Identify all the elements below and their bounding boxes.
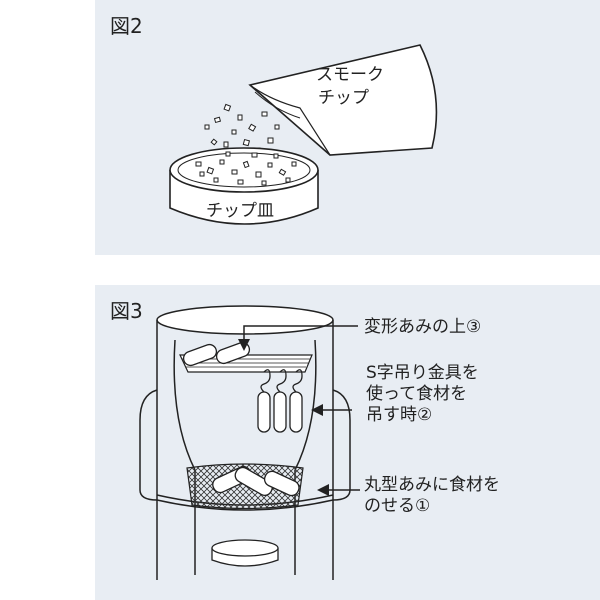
callout-mid-line3: 吊す時② (366, 405, 432, 425)
hanging-food (257, 391, 303, 433)
callout-top: 変形あみの上③ (364, 317, 481, 337)
bag-label-line2: チップ (318, 88, 369, 108)
callout-bottom-line1: 丸型あみに食材を (364, 475, 500, 495)
chip-dish (169, 147, 319, 225)
figure-2-title: 図2 (110, 14, 143, 38)
figure-3-title: 図3 (110, 299, 143, 323)
callout-bottom-line2: のせる① (364, 496, 430, 516)
bottom-chip-dish (211, 539, 279, 567)
smoke-chip-bag: スモーク チップ (248, 44, 438, 156)
food-on-round-net (212, 465, 300, 497)
callout-arrows (238, 325, 360, 496)
chips-in-dish (195, 151, 297, 186)
smoker-handle (139, 389, 158, 501)
food-on-deformed-net (182, 341, 251, 367)
s-hooks (260, 369, 303, 393)
smoker-handle-right (332, 389, 351, 501)
deformed-net (179, 354, 313, 373)
dish-label: チップ皿 (206, 201, 274, 221)
falling-chips (204, 103, 280, 153)
callout-mid-line1: S字吊り金具を (366, 363, 479, 383)
callout-mid-line2: 使って食材を (366, 383, 467, 404)
bag-label-line1: スモーク (316, 65, 384, 85)
figure-3-panel (95, 285, 600, 600)
